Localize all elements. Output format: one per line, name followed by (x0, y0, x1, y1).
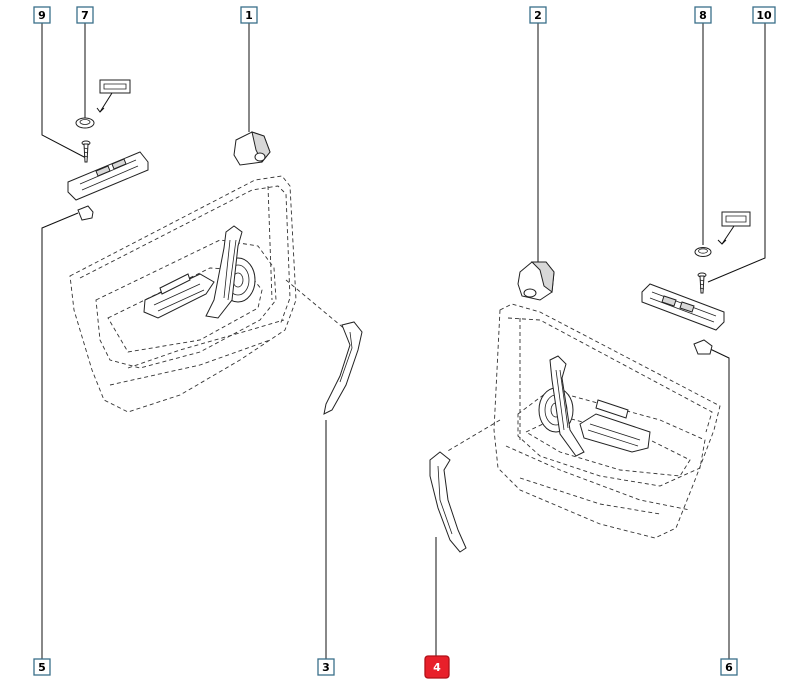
callout-7-label: 7 (81, 9, 89, 22)
leader-6 (707, 347, 730, 660)
left-switch-panel (67, 151, 149, 201)
right-door-panel (445, 303, 721, 539)
left-door-panel (69, 175, 347, 413)
callout-5[interactable]: 5 (33, 658, 51, 676)
right-tweeter-cover (517, 261, 555, 301)
leader-9 (41, 22, 87, 159)
left-tweeter-cover (233, 131, 271, 166)
left-screw (81, 140, 91, 163)
callout-10[interactable]: 10 (752, 6, 776, 24)
callout-8[interactable]: 8 (694, 6, 712, 24)
leader-5 (41, 212, 79, 660)
right-grab-handle (429, 451, 467, 553)
right-door-handle (549, 355, 585, 457)
callout-9[interactable]: 9 (33, 6, 51, 24)
callout-10-label: 10 (756, 9, 772, 22)
callout-4[interactable]: 4 (424, 655, 450, 679)
callout-8-label: 8 (699, 9, 707, 22)
right-switch-recess (579, 413, 651, 453)
callout-2-label: 2 (534, 9, 542, 22)
left-switch-recess (143, 273, 215, 319)
leader-lines (41, 22, 766, 660)
callout-1[interactable]: 1 (240, 6, 258, 24)
right-label-tag (721, 211, 751, 227)
callout-2[interactable]: 2 (529, 6, 547, 24)
callout-5-label: 5 (38, 661, 46, 674)
callout-9-label: 9 (38, 9, 46, 22)
callout-4-label: 4 (433, 661, 441, 674)
left-grab-handle (323, 321, 363, 415)
callout-3-label: 3 (322, 661, 330, 674)
right-screw (697, 272, 707, 294)
callout-3[interactable]: 3 (317, 658, 335, 676)
right-small-parts (641, 211, 751, 355)
right-switch-panel (641, 283, 725, 331)
left-clip (77, 205, 94, 221)
callout-1-label: 1 (245, 9, 253, 22)
right-clip (693, 339, 713, 355)
callout-7[interactable]: 7 (76, 6, 94, 24)
left-tag-arrow (99, 92, 113, 113)
callout-6[interactable]: 6 (720, 658, 738, 676)
left-small-parts (67, 79, 149, 221)
callout-6-label: 6 (725, 661, 733, 674)
left-door-handle (205, 225, 243, 319)
leader-10 (707, 22, 766, 283)
left-label-tag (99, 79, 131, 94)
